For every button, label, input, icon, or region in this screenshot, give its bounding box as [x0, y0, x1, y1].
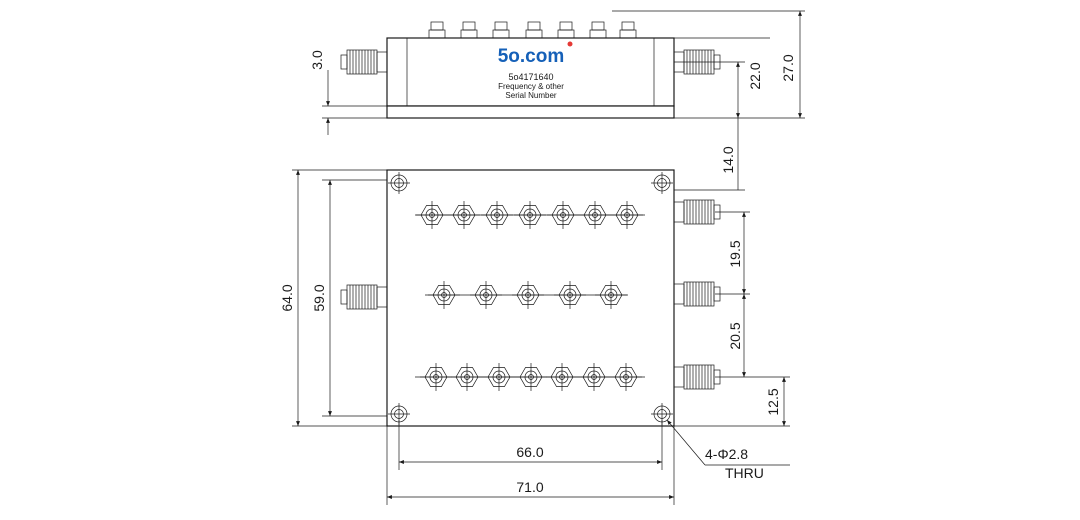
tuning-screws-row-3 [415, 362, 645, 392]
logo-dot-icon [567, 41, 573, 47]
top-view-body [386, 169, 675, 427]
hole-note: 4-Φ2.8 [705, 446, 748, 462]
output-sma-connector-3 [673, 364, 721, 390]
side-left-sma-connector [340, 49, 388, 75]
dim-between-views: 14.0 [674, 118, 745, 191]
tuning-stubs [428, 21, 637, 39]
label-line-serial: Serial Number [505, 91, 556, 100]
dim-71-0: 71.0 [516, 479, 543, 495]
hole-thru-note: THRU [725, 465, 764, 481]
dim-27-0: 27.0 [780, 54, 796, 81]
svg-text:5o.com: 5o.com [498, 46, 565, 67]
brand-logo: 5o.com [498, 41, 573, 67]
label-line-frequency: Frequency & other [498, 82, 564, 91]
side-view: 5o.com 5o4171640 Frequency & other Seria… [309, 10, 805, 135]
dim-3-0: 3.0 [309, 50, 325, 70]
dim-19-5: 19.5 [727, 240, 743, 267]
dim-59-0: 59.0 [311, 284, 327, 311]
dim-22-0: 22.0 [747, 62, 763, 89]
tuning-screws-row-1 [415, 200, 645, 230]
dim-12-5: 12.5 [765, 388, 781, 415]
output-sma-connector-1 [673, 199, 721, 225]
logo-text-part2: .com [520, 46, 564, 67]
logo-text-part1: 5o [498, 46, 520, 67]
tuning-screws-row-2 [425, 280, 628, 310]
side-view-body [386, 37, 675, 107]
dim-20-5: 20.5 [727, 322, 743, 349]
dim-66-0: 66.0 [516, 444, 543, 460]
input-sma-connector [340, 284, 388, 310]
output-sma-connector-2 [673, 281, 721, 307]
top-view: 64.0 59.0 19.5 20.5 12.5 66.0 71.0 4-Φ2.… [279, 169, 790, 505]
dim-64-0: 64.0 [279, 284, 295, 311]
model-number: 5o4171640 [508, 72, 553, 82]
side-view-base [386, 105, 675, 119]
dim-14-0: 14.0 [720, 146, 736, 173]
